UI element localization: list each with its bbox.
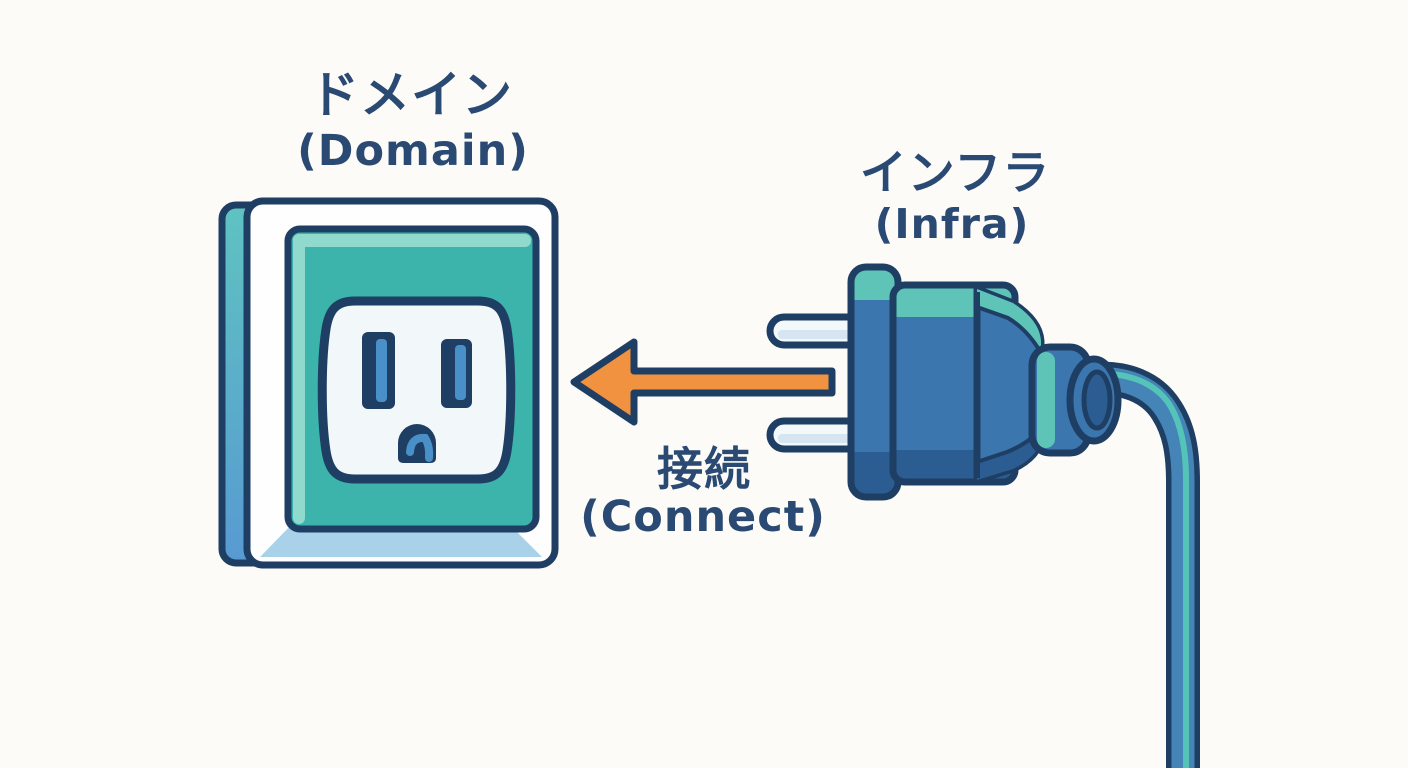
plug-prong-bottom-shade: [778, 434, 864, 443]
domain-label-jp: ドメイン: [309, 66, 513, 124]
infra-label-en: (Infra): [874, 200, 1030, 248]
power-outlet-icon: [218, 197, 559, 569]
outlet-panel-highlight-top: [293, 234, 531, 247]
left-arrow: [570, 338, 836, 426]
plug-cable-boss: [1028, 343, 1122, 457]
outlet-ground-hole-highlight: [406, 433, 434, 462]
connect-label-jp: 接続: [657, 442, 751, 496]
outlet-slot-left-inner: [376, 339, 387, 402]
power-plug-icon: [766, 263, 1200, 768]
connect-label-en: (Connect): [580, 492, 826, 542]
plug-rear-bevel: [973, 285, 1045, 484]
plug-prong-top-shade: [778, 330, 864, 339]
outlet-panel-highlight-left: [293, 234, 305, 524]
domain-label-en: (Domain): [297, 126, 529, 176]
infra-label-jp: インフラ: [859, 146, 1051, 201]
connect-arrow-icon: [570, 338, 836, 426]
outlet-slot-right-inner: [455, 345, 466, 400]
